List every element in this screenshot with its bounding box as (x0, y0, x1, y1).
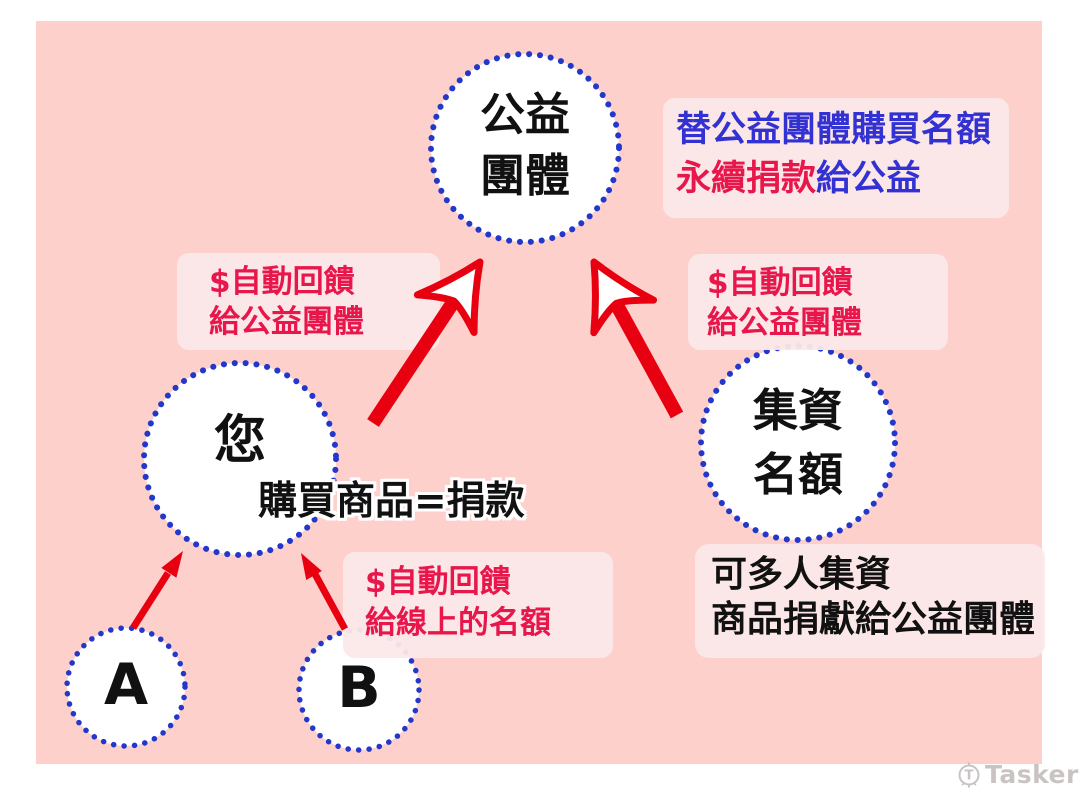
feedback-online-callout-box (343, 552, 613, 658)
watermark-brand-text: Tasker (985, 760, 1079, 789)
member-a-node-label: A (103, 652, 149, 718)
svg-text:T: T (965, 768, 974, 783)
feedback-left-text: $自動回饋 給公益團體 (209, 264, 364, 340)
feedback-right-callout-box (688, 254, 948, 350)
crowdfund-node-label: 集資 名額 (752, 384, 843, 501)
buy-equals-donate-text: 購買商品=捐款 (258, 479, 525, 524)
purchase-line2: 永續捐款給公益 (676, 155, 991, 204)
purchase-line2-blue: 給公益 (816, 159, 922, 199)
watermark: T Tasker (956, 760, 1079, 789)
purchase-for-charity-text: 替公益團體購買名額 永續捐款給公益 (676, 106, 991, 204)
purchase-for-charity-callout-box (663, 98, 1009, 218)
crowdfund-note-callout-box (695, 544, 1045, 658)
tasker-logo-icon: T (958, 762, 980, 787)
purchase-line2-red: 永續捐款 (676, 159, 817, 199)
crowdfund-note-text: 可多人集資 商品捐獻給公益團體 (711, 554, 1036, 640)
feedback-right-text: $自動回饋 給公益團體 (707, 265, 862, 341)
purchase-line1: 替公益團體購買名額 (676, 110, 992, 150)
you-node-label: 您 (213, 411, 266, 471)
feedback-online-text: $自動回饋 給線上的名額 (365, 564, 551, 641)
charity-node-label: 公益 團體 (479, 88, 570, 202)
member-b-node-label: B (337, 655, 381, 721)
